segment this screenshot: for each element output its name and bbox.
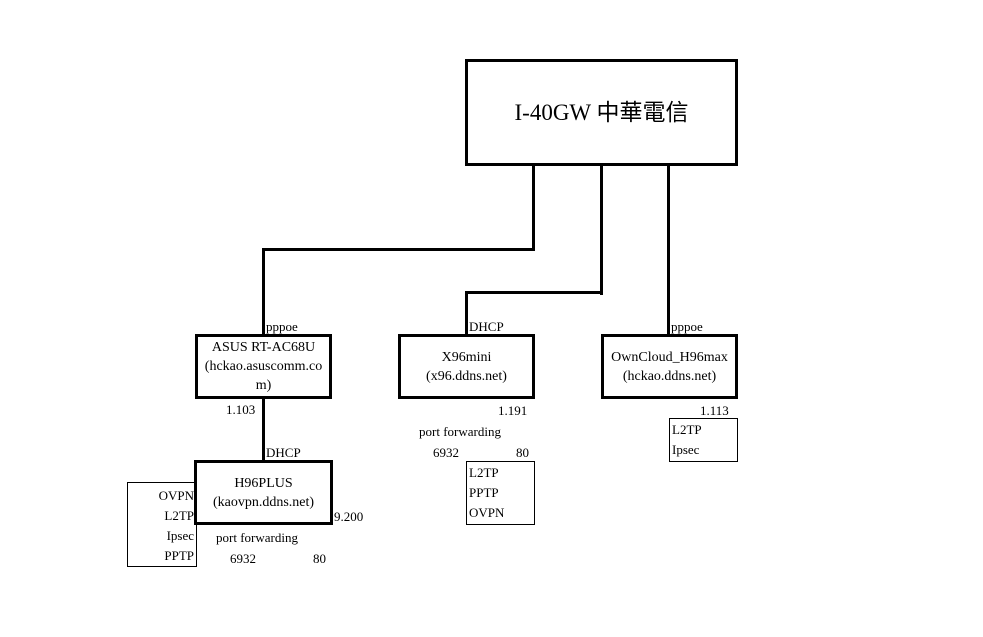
owncloud-protocol-list: L2TP Ipsec bbox=[669, 418, 738, 462]
owncloud-name: OwnCloud_H96max bbox=[611, 349, 728, 365]
owncloud-host: (hckao.ddns.net) bbox=[622, 368, 717, 384]
x96-protocol-list: L2TP PPTP OVPN bbox=[466, 461, 535, 525]
h96plus-protocol: Ipsec bbox=[166, 528, 194, 543]
x96-port-from: 6932 bbox=[433, 445, 459, 460]
owncloud-protocol: Ipsec bbox=[672, 442, 700, 457]
link-asus-h96plus bbox=[262, 397, 265, 462]
gateway-node[interactable]: I-40GW 中華電信 bbox=[465, 59, 738, 166]
x96mini-node[interactable]: X96mini (x96.ddns.net) bbox=[398, 334, 535, 399]
x96-protocol: OVPN bbox=[469, 505, 505, 520]
asus-router-node[interactable]: ASUS RT-AC68U (hckao.asuscomm.co m) bbox=[195, 334, 332, 399]
x96-protocol: PPTP bbox=[469, 485, 499, 500]
x96-name: X96mini bbox=[441, 349, 492, 365]
h96plus-host: (kaovpn.ddns.net) bbox=[212, 494, 315, 510]
h96plus-name: H96PLUS bbox=[234, 475, 293, 491]
asus-host-line1: (hckao.asuscomm.co bbox=[204, 359, 323, 374]
link-gw-asus-vertical-bottom bbox=[262, 248, 265, 336]
owncloud-protocol: L2TP bbox=[672, 422, 702, 437]
h96plus-link-type: DHCP bbox=[266, 445, 301, 460]
asus-link-type: pppoe bbox=[266, 319, 298, 334]
link-gw-owncloud bbox=[667, 164, 670, 336]
h96plus-protocol: L2TP bbox=[164, 508, 194, 523]
link-gw-asus-vertical-top bbox=[532, 164, 535, 251]
asus-host-line2: m) bbox=[255, 378, 272, 393]
x96-ip: 1.191 bbox=[498, 403, 528, 418]
h96plus-protocol: OVPN bbox=[158, 488, 194, 503]
h96plus-port-forwarding-label: port forwarding bbox=[216, 530, 298, 545]
x96-protocol: L2TP bbox=[469, 465, 499, 480]
x96-port-to: 80 bbox=[516, 445, 529, 460]
h96plus-port-to: 80 bbox=[313, 551, 326, 566]
owncloud-node[interactable]: OwnCloud_H96max (hckao.ddns.net) bbox=[601, 334, 738, 399]
gateway-title: I-40GW 中華電信 bbox=[514, 100, 689, 125]
h96plus-protocol-list: OVPN L2TP Ipsec PPTP bbox=[127, 482, 197, 567]
x96-host: (x96.ddns.net) bbox=[426, 368, 507, 384]
h96plus-ip: 9.200 bbox=[334, 509, 364, 524]
link-gw-x96-vertical-top bbox=[600, 164, 603, 295]
h96plus-node[interactable]: H96PLUS (kaovpn.ddns.net) bbox=[194, 460, 333, 525]
h96plus-protocol: PPTP bbox=[164, 548, 194, 563]
asus-name: ASUS RT-AC68U bbox=[211, 340, 316, 355]
link-gw-x96-horizontal bbox=[465, 291, 603, 294]
link-gw-asus-horizontal bbox=[262, 248, 535, 251]
x96-link-type: DHCP bbox=[469, 319, 504, 334]
asus-ip: 1.103 bbox=[226, 402, 256, 417]
link-gw-x96-vertical-bottom bbox=[465, 291, 468, 336]
h96plus-port-from: 6932 bbox=[230, 551, 256, 566]
owncloud-ip: 1.113 bbox=[700, 403, 729, 418]
x96-port-forwarding-label: port forwarding bbox=[419, 424, 501, 439]
owncloud-link-type: pppoe bbox=[671, 319, 703, 334]
